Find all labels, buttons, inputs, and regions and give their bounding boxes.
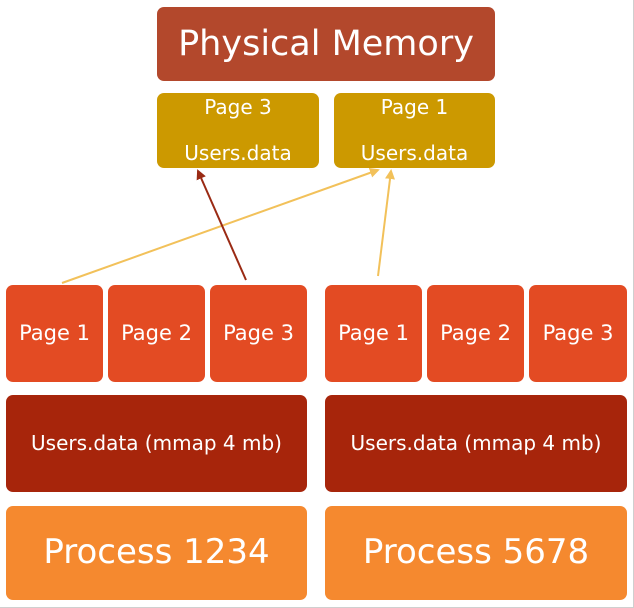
process-1234-mmap-label: Users.data (mmap 4 mb): [31, 431, 282, 455]
process-1234-name: Process 1234: [43, 532, 270, 573]
physical-frame-page-3: Page 3 Users.data: [157, 93, 319, 168]
process-5678-page-1: Page 1: [325, 285, 422, 382]
physical-frame-page-1-file: Users.data: [360, 141, 469, 165]
physical-frame-page-3-label: Page 3: [204, 95, 272, 119]
process-5678-page-2-label: Page 2: [440, 321, 511, 346]
physical-memory-box: Physical Memory: [157, 7, 495, 81]
physical-frame-page-1-label: Page 1: [380, 95, 449, 119]
physical-frame-page-1: Page 1 Users.data: [334, 93, 495, 168]
process-5678-page-3: Page 3: [529, 285, 627, 382]
process-1234-box: Process 1234: [6, 506, 307, 600]
process-1234-page-2-label: Page 2: [121, 321, 192, 346]
process-5678-page-1-label: Page 1: [338, 321, 409, 346]
process-5678-name: Process 5678: [362, 532, 590, 573]
process-5678-page-2: Page 2: [427, 285, 524, 382]
process-1234-mmap-region: Users.data (mmap 4 mb): [6, 395, 307, 492]
process-5678-mmap-region: Users.data (mmap 4 mb): [325, 395, 627, 492]
process-5678-mmap-label: Users.data (mmap 4 mb): [350, 431, 602, 455]
process-1234-page-1-label: Page 1: [19, 321, 90, 346]
process-1234-page-3: Page 3: [210, 285, 307, 382]
physical-frame-page-3-file: Users.data: [184, 141, 292, 165]
process-5678-box: Process 5678: [325, 506, 627, 600]
physical-memory-title: Physical Memory: [178, 23, 474, 64]
process-1234-page-3-label: Page 3: [223, 321, 294, 346]
process-1234-page-1: Page 1: [6, 285, 103, 382]
process-5678-page-3-label: Page 3: [542, 321, 614, 346]
process-1234-page-2: Page 2: [108, 285, 205, 382]
